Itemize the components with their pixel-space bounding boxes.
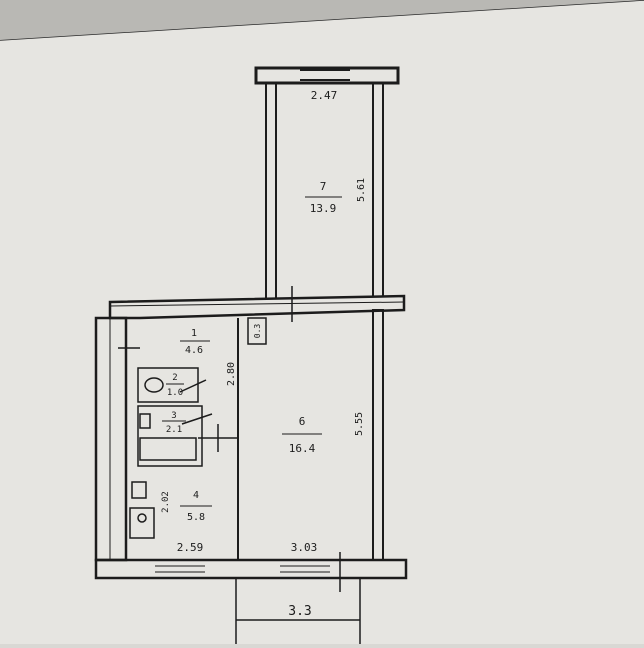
room-3-number: 3 — [171, 411, 176, 421]
room-6-number: 6 — [299, 415, 306, 428]
main-walls — [94, 286, 408, 592]
room-2-area: 1.0 — [167, 388, 183, 398]
bottom-wall — [94, 558, 408, 580]
stove-icon — [129, 507, 155, 539]
stove-burner — [137, 513, 147, 523]
toilet-icon — [144, 377, 164, 393]
room-3-leader — [181, 413, 213, 425]
room-1-number: 1 — [191, 328, 197, 339]
dimension-labels: 2.47 5.61 2.80 5.55 2.02 2.59 3.03 3.3 0… — [161, 89, 367, 619]
sink-kitchen-icon — [131, 481, 147, 499]
sink-icon — [139, 413, 151, 429]
room-4-area: 5.8 — [187, 512, 205, 523]
room-2-box — [137, 367, 199, 403]
room-2-number: 2 — [172, 373, 177, 383]
shaft-box — [247, 317, 267, 345]
bathtub-icon — [139, 437, 197, 461]
dim-hall-length: 2.80 — [226, 362, 237, 386]
paper-shadow — [0, 0, 644, 40]
room-4-number: 4 — [193, 490, 199, 501]
dim-balcony-top-width: 2.47 — [311, 89, 338, 102]
loggia — [235, 578, 361, 644]
room-1-area: 4.6 — [185, 345, 203, 356]
room-2-leader — [179, 379, 207, 393]
dim-kitchen: 2.02 — [161, 491, 171, 513]
room-7-area: 13.9 — [310, 202, 337, 215]
dim-bottom-right-width: 3.03 — [291, 541, 318, 554]
dim-room6-length: 5.55 — [354, 412, 365, 436]
room-7-number: 7 — [320, 180, 327, 193]
shaft-label: 0.3 — [253, 324, 262, 339]
room-3-area: 2.1 — [166, 425, 182, 435]
room-3-box — [137, 405, 203, 467]
dim-bottom-left-width: 2.59 — [177, 541, 204, 554]
balcony-rail — [254, 66, 400, 85]
room-labels: 7 13.9 1 4.6 2 1.0 3 2.1 4 5.8 6 16.4 — [162, 180, 342, 523]
dim-loggia-width: 3.3 — [288, 604, 311, 619]
dim-balcony-length: 5.61 — [356, 178, 367, 202]
room-6-area: 16.4 — [289, 442, 316, 455]
bathroom-block — [129, 317, 267, 539]
upper-wall-inner — [109, 301, 405, 307]
